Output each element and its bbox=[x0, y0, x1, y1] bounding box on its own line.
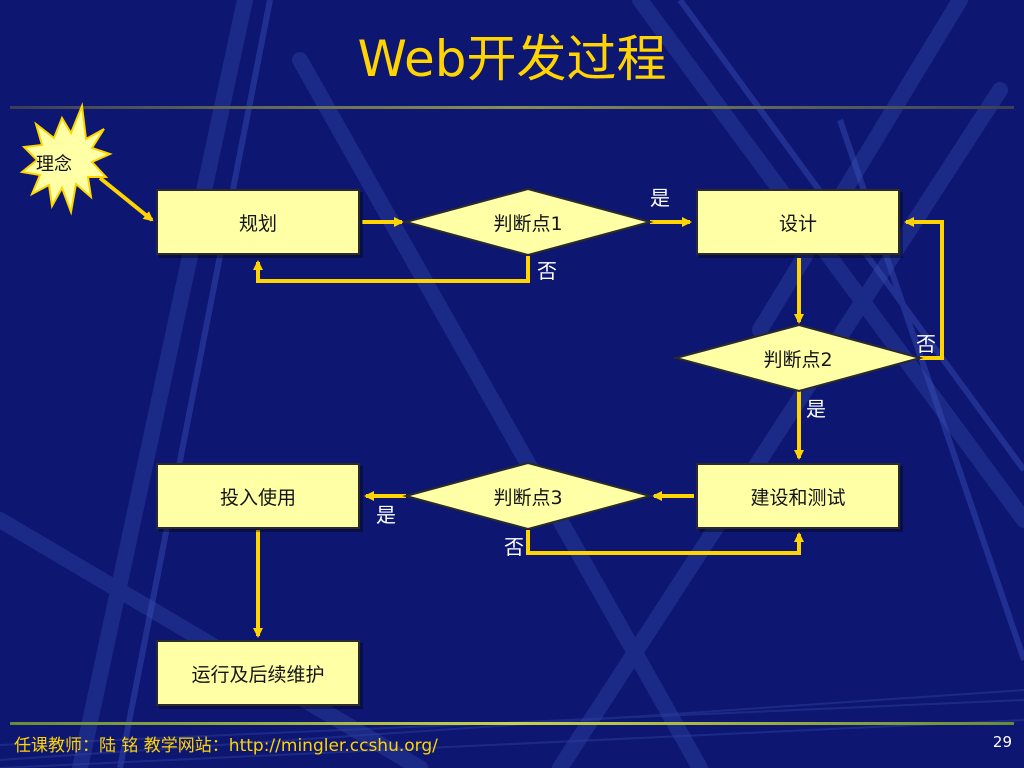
idea-label: 理念 bbox=[36, 154, 72, 175]
arrow-decision3-no-to-build bbox=[526, 530, 804, 555]
arrow-decision1-no-to-plan bbox=[253, 256, 530, 283]
maintain-label: 运行及后续维护 bbox=[191, 663, 325, 686]
decision1-label: 判断点1 bbox=[493, 212, 563, 235]
arrow-decision2-no-to-design bbox=[904, 217, 944, 360]
arrow-idea-to-plan bbox=[98, 176, 154, 222]
footer-divider bbox=[10, 722, 1014, 725]
idea-starburst bbox=[19, 102, 113, 216]
design-box: 设计 bbox=[696, 189, 900, 255]
page-title: Web开发过程 bbox=[357, 30, 667, 88]
plan-label: 规划 bbox=[238, 212, 277, 235]
decision1-yes-label: 是 bbox=[650, 186, 670, 210]
title-divider bbox=[10, 106, 1014, 109]
decision2-diamond bbox=[672, 323, 924, 393]
decision1-no-label: 否 bbox=[537, 259, 557, 283]
decision2-yes-label: 是 bbox=[806, 397, 826, 421]
plan-box: 规划 bbox=[156, 189, 360, 255]
build-test-label: 建设和测试 bbox=[750, 486, 846, 509]
decision2-no-label: 否 bbox=[916, 332, 936, 356]
decision3-diamond bbox=[402, 461, 654, 531]
maintain-box: 运行及后续维护 bbox=[156, 640, 360, 706]
page-number: 29 bbox=[992, 733, 1012, 751]
footer-text: 任课教师：陆 铭 教学网站：http://mingler.ccshu.org/ bbox=[14, 736, 438, 756]
deploy-label: 投入使用 bbox=[219, 486, 296, 509]
decision3-yes-label: 是 bbox=[376, 503, 396, 527]
build-test-box: 建设和测试 bbox=[696, 463, 900, 529]
decision2-label: 判断点2 bbox=[763, 348, 833, 371]
decision3-no-label: 否 bbox=[504, 535, 524, 559]
decision3-label: 判断点3 bbox=[493, 486, 563, 509]
design-label: 设计 bbox=[778, 212, 817, 235]
decision1-diamond bbox=[402, 187, 654, 257]
deploy-box: 投入使用 bbox=[156, 463, 360, 529]
